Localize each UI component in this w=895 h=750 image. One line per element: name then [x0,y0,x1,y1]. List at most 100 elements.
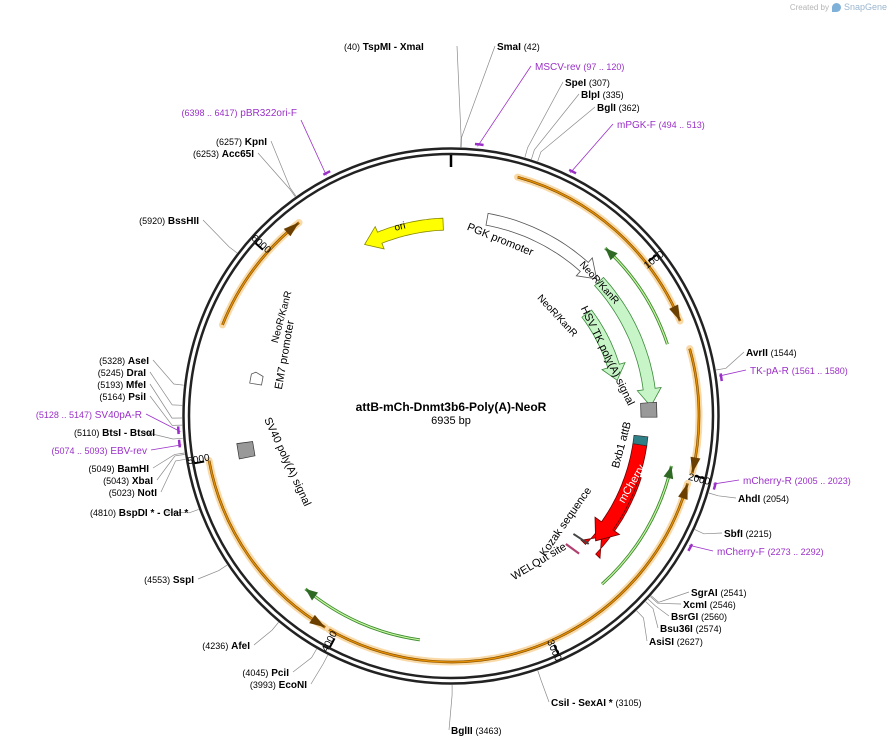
primer-site[interactable]: MSCV-rev (97 .. 120) [535,62,624,73]
enzyme-site[interactable]: (6253) Acc65I [193,149,254,160]
enzyme-position: (5164) [99,392,125,402]
snapgene-logo-icon [831,2,841,12]
enzyme-site[interactable]: SmaI (42) [497,42,540,53]
mcs-arc-3-core [305,588,420,641]
enzyme-position: (40) [344,42,360,52]
enzyme-site[interactable]: (5043) XbaI [103,476,153,487]
primer-range: (2005 .. 2023) [795,476,851,486]
enzyme-site[interactable]: (5920) BssHII [139,216,199,227]
enzyme-leader [149,395,183,426]
enzyme-site[interactable]: (5328) AseI [99,356,149,367]
enzyme-site[interactable]: (4553) SspI [144,575,194,586]
enzyme-leader [537,106,596,162]
feature-hsv-tk-polya [640,401,658,418]
primer-site[interactable]: (5074 .. 5093) EBV-rev [51,446,147,457]
enzyme-position: (5920) [139,216,165,226]
primer-range: (2273 .. 2292) [768,547,824,557]
primer-site[interactable]: mCherry-F (2273 .. 2292) [717,547,824,558]
enzyme-site[interactable]: (5049) BamHI [89,464,150,475]
enzyme-position: (2215) [746,529,772,539]
enzyme-leader [715,351,745,371]
primer-name: mCherry-R [743,476,792,487]
enzyme-name: BamHI [117,464,149,475]
enzyme-name: SgrAI [691,588,718,599]
tick-mark [194,460,205,465]
mcs-arc-2-core [601,465,672,585]
feature-label-ori: ori [393,220,406,233]
feature-mcherry [594,443,648,542]
enzyme-site[interactable]: SpeI (307) [565,78,610,89]
enzyme-site[interactable]: Bsu36I (2574) [660,624,722,635]
enzyme-site[interactable]: (4045) PciI [242,668,289,679]
primer-site[interactable]: TK-pA-R (1561 .. 1580) [750,366,848,377]
enzyme-position: (6253) [193,149,219,159]
enzyme-leader [310,654,329,685]
enzyme-position: (1544) [771,348,797,358]
enzyme-site[interactable]: AhdI (2054) [738,494,789,505]
enzyme-site[interactable]: (5164) PsiI [99,392,146,403]
primer-mark [687,543,694,552]
enzyme-name: NotI [138,488,158,499]
enzyme-name: SbfI [724,529,743,540]
enzyme-name: SpeI [565,78,586,89]
primer-leader [718,369,747,377]
enzyme-position: (5328) [99,356,125,366]
enzyme-site[interactable]: AvrII (1544) [746,348,797,359]
feature-layer [236,212,662,560]
enzyme-site[interactable]: (5023) NotI [109,488,157,499]
primer-site[interactable]: (6398 .. 6417) pBR322ori-F [181,108,297,119]
enzyme-leader [448,685,453,731]
primer-site[interactable]: (5128 .. 5147) SV40pA-R [36,410,142,421]
enzyme-leader [647,598,670,617]
enzyme-name: BssHII [168,216,199,227]
enzyme-position: (5110) [74,428,99,438]
orf-3-core [328,483,689,663]
enzyme-leader [456,45,462,148]
enzyme-leader [708,492,737,499]
tick-mark [694,474,705,480]
mcs-arc-3-arrowhead [305,588,319,601]
enzyme-site[interactable]: BlpI (335) [581,90,624,101]
enzyme-site[interactable]: CsiI - SexAI * (3105) [551,698,642,709]
primer-site[interactable]: mPGK-F (494 .. 513) [617,120,705,131]
enzyme-name: BlpI [581,90,600,101]
enzyme-name: XcmI [683,600,707,611]
enzyme-name: Bsu36I [660,624,693,635]
enzyme-site[interactable]: (6257) KpnI [216,137,267,148]
enzyme-name: SmaI [497,42,521,53]
enzyme-site[interactable]: (5245) DraI [98,368,146,379]
enzyme-position: (2546) [710,600,736,610]
enzyme-position: (335) [603,90,624,100]
enzyme-leader [156,454,185,481]
enzyme-leader [202,219,238,254]
backbone-outer [182,147,720,685]
enzyme-leader [149,383,183,419]
enzyme-name: TspMI [363,42,391,53]
label-leader-layer [143,45,747,731]
enzyme-site[interactable]: SgrAI (2541) [691,588,746,599]
enzyme-site[interactable]: XcmI (2546) [683,600,736,611]
enzyme-leader [197,564,228,580]
enzyme-leader [292,648,317,673]
orf-1-arrowhead [669,304,681,322]
enzyme-site[interactable]: (40) TspMI - XmaI [344,42,424,53]
feature-label-sv40-polya: SV40 poly(A) signal [261,416,313,509]
enzyme-site[interactable]: (5193) MfeI [97,380,146,391]
enzyme-name: CsiI [551,698,570,709]
enzyme-site[interactable]: SbfI (2215) [724,529,772,540]
primer-leader [689,544,714,552]
enzyme-leader [143,431,183,440]
primer-site[interactable]: mCherry-R (2005 .. 2023) [743,476,851,487]
enzyme-site[interactable]: BglI (362) [597,103,640,114]
enzyme-site[interactable]: (3993) EcoNI [250,680,307,691]
enzyme-site[interactable]: BsrGI (2560) [671,612,727,623]
enzyme-position: (3463) [475,726,501,736]
enzyme-site[interactable]: (5110) BtsI - BtsαI [74,428,155,439]
enzyme-site[interactable]: AsiSI (2627) [649,637,703,648]
enzyme-suffix: - BtsαI [121,428,155,439]
enzyme-site[interactable]: BglII (3463) [451,726,501,737]
enzyme-site[interactable]: (4236) AfeI [202,641,250,652]
enzyme-site[interactable]: (4810) BspDI * - ClaI * [90,508,188,519]
